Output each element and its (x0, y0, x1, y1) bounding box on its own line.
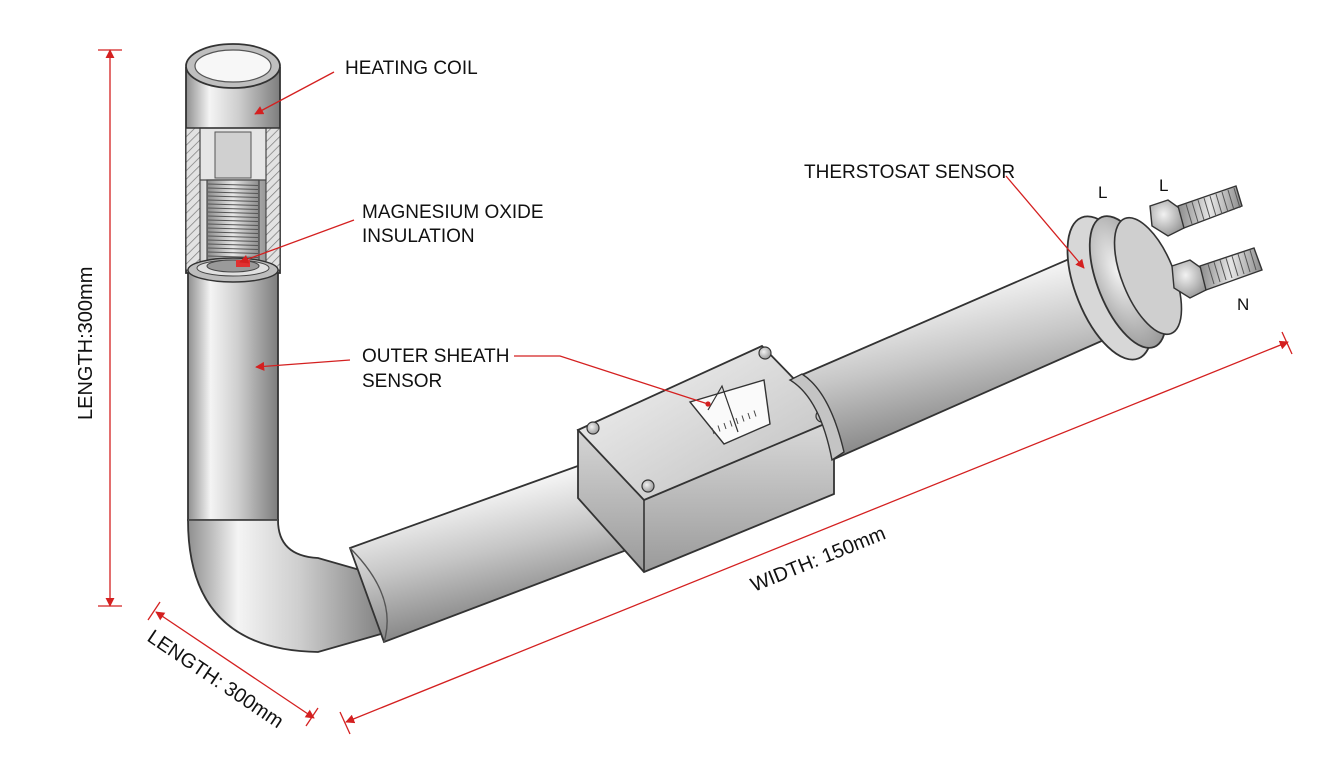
screw-icon (586, 421, 600, 435)
label-sheath-line1: OUTER SHEATH (362, 346, 509, 367)
screw-icon (758, 346, 772, 360)
terminal-label-n: N (1237, 295, 1249, 314)
leader-thermostat (1005, 175, 1085, 269)
terminal-stud-n (1171, 247, 1263, 299)
leader-heating-coil (254, 71, 335, 115)
vertical-leg (187, 269, 279, 521)
terminal-label-l2: L (1159, 176, 1168, 195)
screw-icon (641, 479, 655, 493)
dimension-lines (98, 49, 1293, 735)
leader-sheath (255, 359, 351, 371)
terminal-label-l1: L (1098, 183, 1107, 202)
terminal-head (1066, 185, 1263, 361)
label-thermostat: THERSTOSAT SENSOR (804, 162, 1015, 183)
label-sheath-line2: SENSOR (362, 371, 442, 392)
label-mgo-line2: INSULATION (362, 226, 475, 247)
label-heating-coil: HEATING COIL (345, 58, 478, 79)
terminal-stud-l (1149, 185, 1243, 237)
dim-width (345, 340, 1289, 724)
dim-label-vertical: LENGTH:300mm (75, 267, 97, 420)
cutaway-section (185, 43, 281, 283)
dim-diagonal (155, 611, 315, 719)
dim-label-width: WIDTH: 150mm (748, 523, 889, 597)
label-mgo-line1: MAGNESIUM OXIDE (362, 202, 544, 223)
elbow-bend (187, 519, 389, 653)
leader-mgo (239, 219, 355, 264)
thermostat-housing (576, 344, 845, 574)
